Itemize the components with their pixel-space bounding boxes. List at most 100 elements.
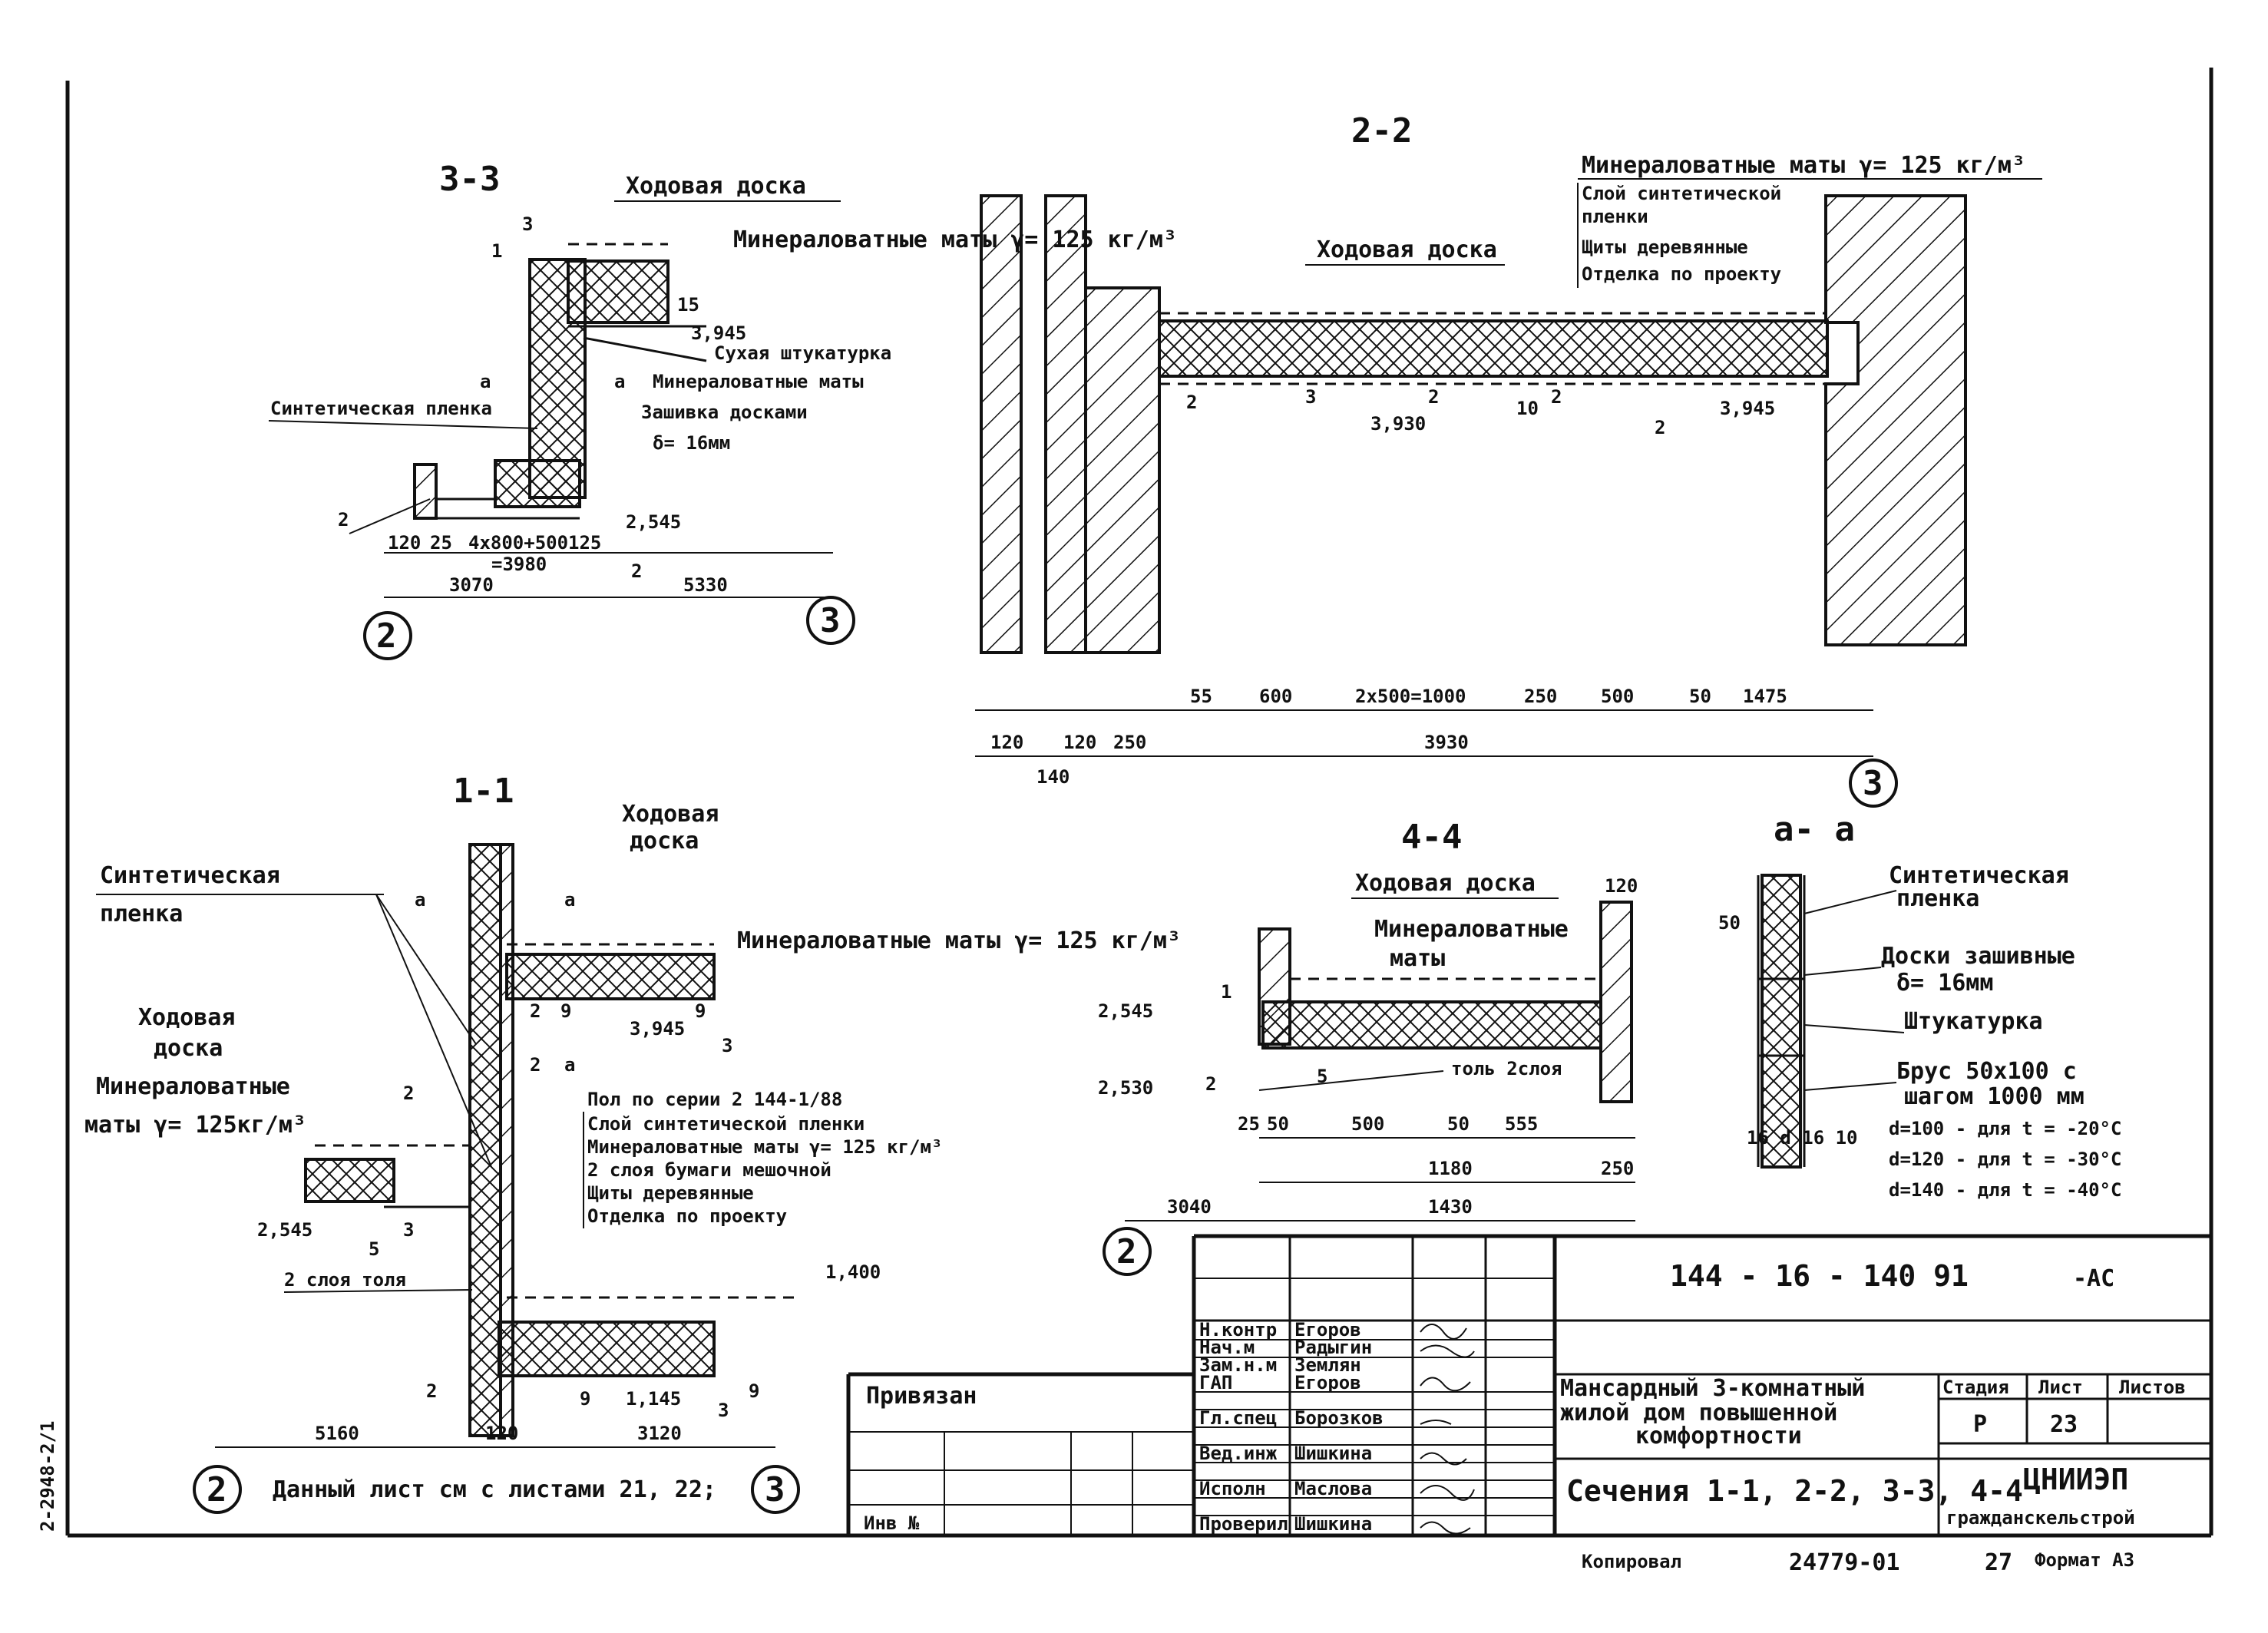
axis-marker-3 (1849, 759, 1898, 808)
svg-text:Мансардный 3-комнатный: Мансардный 3-комнатный (1560, 1375, 1865, 1402)
svg-text:Отделка по проекту: Отделка по проекту (587, 1205, 787, 1227)
svg-text:55: 55 (1190, 686, 1212, 707)
sheet-title: Сечения 1-1, 2-2, 3-3, 4-4 (1566, 1474, 2023, 1508)
mark-2530: 2,530 (1098, 1077, 1153, 1099)
svg-text:Минераловатные: Минераловатные (96, 1073, 290, 1100)
section-4-4-title: 4-4 (1401, 818, 1462, 857)
svg-text:Маслова: Маслова (1294, 1478, 1372, 1499)
svg-text:500: 500 (1601, 686, 1634, 707)
svg-text:2: 2 (1186, 392, 1197, 413)
svg-text:2: 2 (1205, 1073, 1216, 1095)
copy-number: 24779-01 (1789, 1549, 1900, 1576)
section-2-2: 2-2 Минераловатные маты γ= 125 кг/м³ Сло… (975, 111, 2042, 808)
svg-text:Вед.инж: Вед.инж (1199, 1443, 1278, 1464)
label-walkway-board: Ходовая доска (1317, 236, 1497, 263)
svg-text:3: 3 (1305, 386, 1316, 408)
svg-text:d=120 - для t = -30°С: d=120 - для t = -30°С (1889, 1149, 2121, 1170)
svg-text:120: 120 (990, 732, 1023, 753)
svg-text:2 слоя бумаги мешочной: 2 слоя бумаги мешочной (587, 1159, 831, 1181)
format-label: Формат А3 (2035, 1549, 2134, 1571)
svg-text:15: 15 (677, 294, 699, 316)
mark-2545: 2,545 (257, 1219, 312, 1241)
wall-left-base (1084, 286, 1161, 654)
svg-text:50: 50 (1718, 912, 1741, 934)
axis-marker-2 (363, 611, 412, 660)
svg-text:25: 25 (430, 532, 452, 554)
insulation-mat (567, 259, 669, 324)
label-mineral-mats: Минераловатные маты γ= 125 кг/м³ (1582, 152, 2025, 179)
svg-text:Брус 50x100 с: Брус 50x100 с (1896, 1058, 2077, 1085)
svg-text:3: 3 (522, 213, 533, 235)
sheet-frame (65, 68, 2213, 1538)
svg-text:δ= 16мм: δ= 16мм (653, 432, 730, 454)
svg-text:4x800+500: 4x800+500 (468, 532, 568, 554)
signature (1420, 1324, 1475, 1535)
axis-marker-3 (751, 1465, 800, 1514)
svg-text:Слой синтетической: Слой синтетической (1582, 183, 1781, 204)
svg-text:2x500=1000: 2x500=1000 (1355, 686, 1466, 707)
label-mineral-mats: Минераловатные маты γ= 125 кг/м³ (733, 226, 1177, 253)
inventory-label: Инв № (864, 1512, 920, 1534)
title-block: 144 - 16 - 140 91 -АС Привязан Инв № Н.к… (846, 1234, 2211, 1535)
svg-text:120: 120 (485, 1423, 518, 1444)
svg-text:50: 50 (1267, 1113, 1289, 1135)
svg-text:d=140 - для t = -40°С: d=140 - для t = -40°С (1889, 1179, 2121, 1201)
svg-text:120: 120 (388, 532, 421, 554)
svg-text:125: 125 (568, 532, 601, 554)
mark-1400: 1,400 (825, 1261, 881, 1283)
svg-text:а: а (480, 371, 491, 392)
svg-text:2: 2 (1655, 417, 1665, 438)
svg-text:Борозков: Борозков (1294, 1407, 1384, 1429)
svg-text:жилой дом повышенной: жилой дом повышенной (1560, 1400, 1837, 1426)
svg-text:3: 3 (722, 1035, 732, 1056)
insulation-lower-floor (498, 1321, 716, 1377)
svg-text:3930: 3930 (1424, 732, 1469, 753)
svg-text:50: 50 (1689, 686, 1711, 707)
svg-text:доска: доска (630, 828, 699, 855)
svg-text:Листов: Листов (2119, 1377, 2186, 1398)
svg-text:Н.контр: Н.контр (1199, 1319, 1277, 1340)
margin-code: 2-2948-2/1 (37, 1421, 58, 1532)
svg-text:25: 25 (1238, 1113, 1260, 1135)
svg-text:1430: 1430 (1428, 1196, 1473, 1218)
label-synthetic-film: Синтетическая (100, 862, 280, 889)
label-mineral-mats-2: Минераловатные маты (653, 371, 864, 392)
svg-text:Минераловатные: Минераловатные (1374, 916, 1569, 943)
svg-text:2: 2 (530, 1054, 541, 1076)
svg-text:Исполн: Исполн (1199, 1478, 1266, 1499)
svg-text:Егоров: Егоров (1294, 1319, 1361, 1340)
svg-text:3120: 3120 (637, 1423, 682, 1444)
svg-text:555: 555 (1505, 1113, 1538, 1135)
svg-text:3040: 3040 (1167, 1196, 1212, 1218)
insulation-upper-floor (505, 953, 716, 1000)
svg-text:250: 250 (1524, 686, 1557, 707)
organization-name: ЦНИИЭП (2023, 1463, 2128, 1496)
svg-text:2: 2 (376, 617, 397, 656)
svg-text:Проверил: Проверил (1199, 1513, 1288, 1535)
svg-text:1: 1 (1221, 981, 1232, 1003)
page-number: 27 (1985, 1549, 2012, 1576)
svg-text:9: 9 (580, 1388, 590, 1410)
section-a-a: а- а 50 Синтетическая пленка Доски зашив… (1718, 810, 2121, 1201)
svg-text:пленка: пленка (1896, 885, 1979, 912)
svg-text:600: 600 (1259, 686, 1292, 707)
svg-text:5: 5 (369, 1238, 379, 1260)
svg-text:d=100 - для t = -20°С: d=100 - для t = -20°С (1889, 1118, 2121, 1139)
svg-text:Щиты деревянные: Щиты деревянные (1582, 236, 1748, 258)
svg-text:120: 120 (1605, 875, 1638, 897)
svg-text:1: 1 (491, 240, 502, 262)
svg-text:2: 2 (1551, 386, 1562, 408)
axis-marker-2 (193, 1465, 242, 1514)
svg-text:3: 3 (403, 1219, 414, 1241)
svg-text:120: 120 (1063, 732, 1096, 753)
svg-text:шагом 1000 мм: шагом 1000 мм (1904, 1083, 2085, 1110)
svg-text:500: 500 (1351, 1113, 1384, 1135)
svg-text:δ= 16мм: δ= 16мм (1896, 970, 1993, 997)
label-walkway-board: Ходовая доска (626, 173, 806, 200)
svg-text:Ходовая: Ходовая (622, 801, 719, 828)
insulation-wall (468, 843, 502, 1437)
svg-text:5330: 5330 (683, 574, 728, 596)
svg-text:2: 2 (1428, 386, 1439, 408)
svg-text:ГАП: ГАП (1199, 1372, 1232, 1393)
